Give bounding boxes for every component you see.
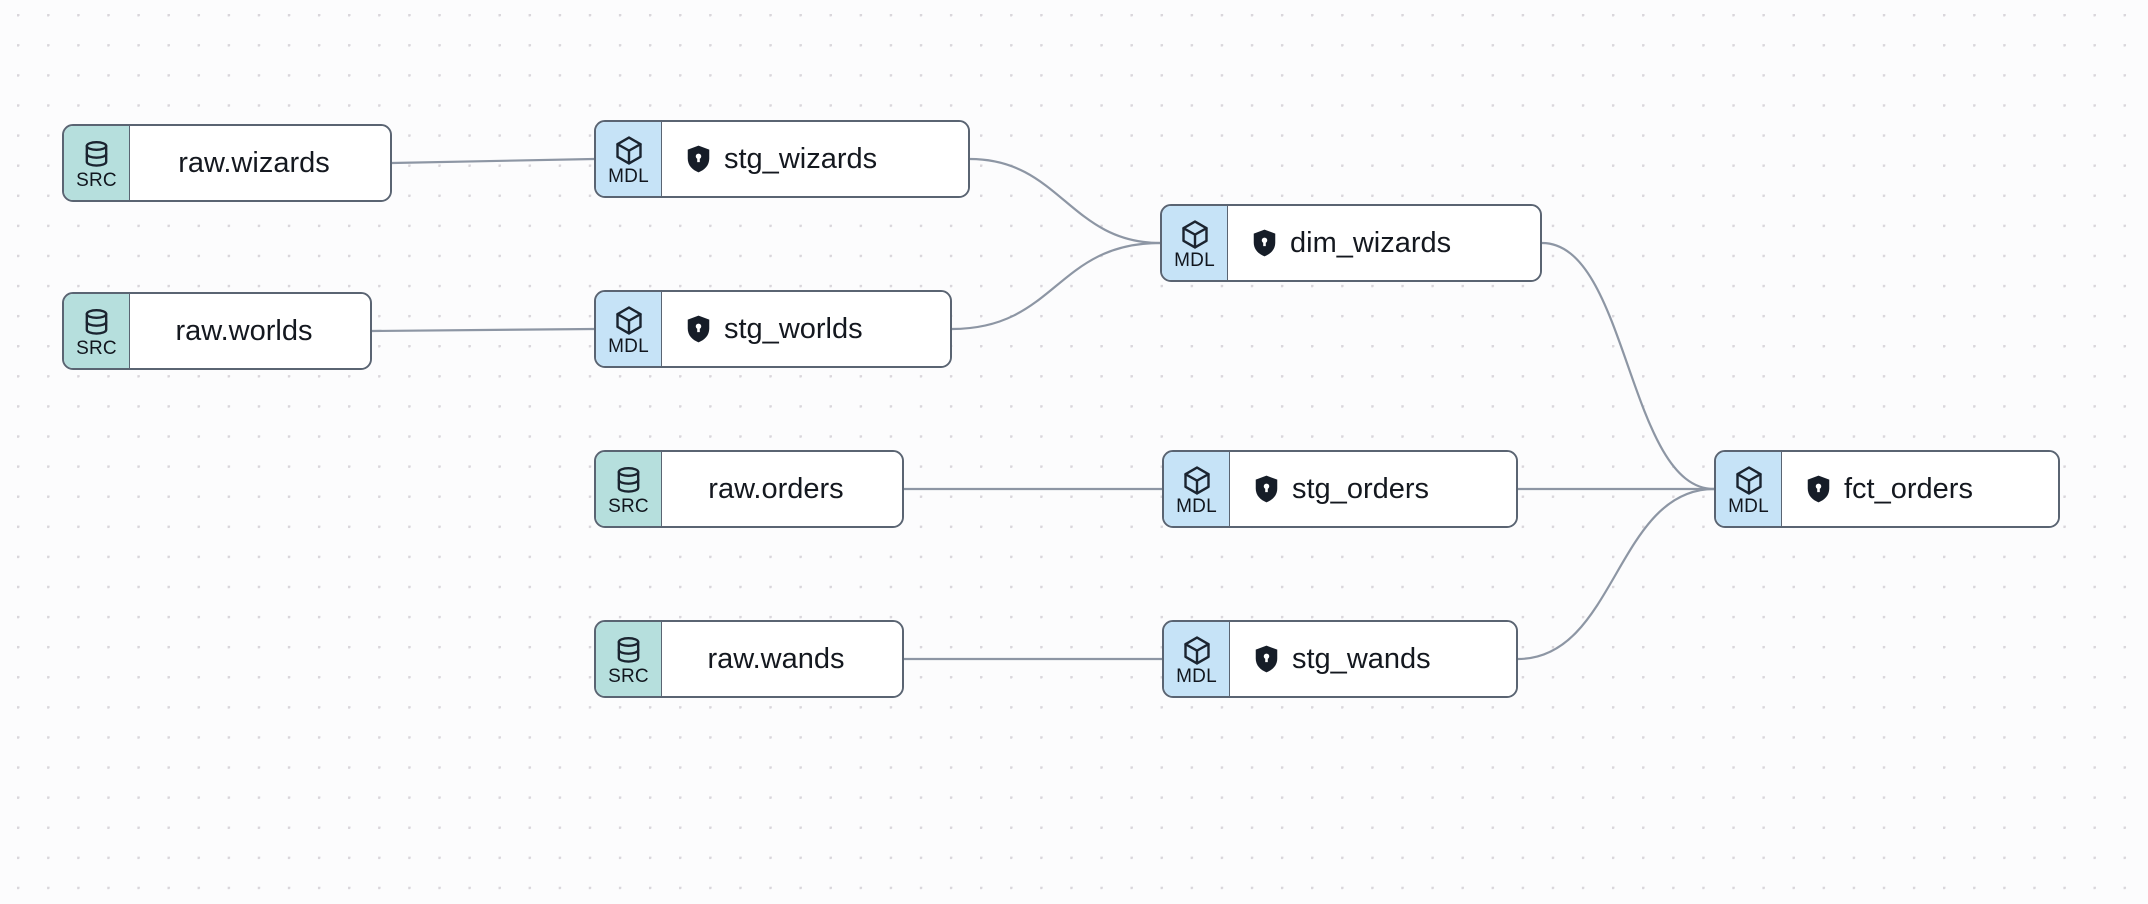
node-body: stg_worlds xyxy=(662,292,950,366)
shield-lock-icon xyxy=(1252,229,1277,257)
lineage-node-raw_worlds[interactable]: SRC raw.worlds xyxy=(62,292,372,370)
lineage-node-fct_orders[interactable]: MDL fct_orders xyxy=(1714,450,2060,528)
node-type-label: SRC xyxy=(76,169,117,191)
shield-lock-icon xyxy=(686,315,711,343)
node-label: raw.orders xyxy=(708,473,844,505)
lineage-node-raw_wizards[interactable]: SRC raw.wizards xyxy=(62,124,392,202)
node-body: raw.worlds xyxy=(130,294,370,368)
node-body: stg_wizards xyxy=(662,122,968,196)
lineage-node-stg_orders[interactable]: MDL stg_orders xyxy=(1162,450,1518,528)
node-type-label: MDL xyxy=(608,166,649,187)
node-type-badge-src: SRC xyxy=(596,452,662,526)
node-body: stg_wands xyxy=(1230,622,1516,696)
node-type-label: SRC xyxy=(76,337,117,359)
node-type-badge-mdl: MDL xyxy=(596,292,662,366)
lineage-edge-stg_wands-to-fct_orders xyxy=(1516,487,1716,661)
shield-lock-icon xyxy=(1254,645,1279,673)
lineage-edge-raw_wizards-to-stg_wizards xyxy=(390,157,596,165)
node-label: dim_wizards xyxy=(1290,227,1452,259)
node-label: stg_wands xyxy=(1292,643,1431,675)
node-type-label: SRC xyxy=(608,495,649,517)
node-body: raw.wizards xyxy=(130,126,390,200)
node-type-label: MDL xyxy=(1176,666,1217,687)
node-type-label: MDL xyxy=(1728,496,1769,517)
node-label: raw.wands xyxy=(707,643,845,675)
node-type-label: MDL xyxy=(1174,250,1215,271)
shield-lock-icon xyxy=(1254,475,1279,503)
node-body: raw.wands xyxy=(662,622,902,696)
lineage-node-stg_worlds[interactable]: MDL stg_worlds xyxy=(594,290,952,368)
node-type-label: MDL xyxy=(608,336,649,357)
node-body: raw.orders xyxy=(662,452,902,526)
lineage-edge-raw_worlds-to-stg_worlds xyxy=(370,327,596,333)
node-type-badge-mdl: MDL xyxy=(1164,452,1230,526)
shield-lock-icon xyxy=(686,145,711,173)
node-body: dim_wizards xyxy=(1228,206,1540,280)
lineage-node-dim_wizards[interactable]: MDL dim_wizards xyxy=(1160,204,1542,282)
node-label: raw.wizards xyxy=(178,147,330,179)
database-icon xyxy=(83,140,110,170)
cube-icon xyxy=(1180,219,1210,250)
cube-icon xyxy=(1734,465,1764,496)
lineage-node-stg_wands[interactable]: MDL stg_wands xyxy=(1162,620,1518,698)
cube-icon xyxy=(614,305,644,336)
node-type-badge-mdl: MDL xyxy=(1164,622,1230,696)
node-type-label: MDL xyxy=(1176,496,1217,517)
node-label: fct_orders xyxy=(1844,473,1973,505)
node-type-badge-src: SRC xyxy=(596,622,662,696)
database-icon xyxy=(615,636,642,666)
database-icon xyxy=(83,308,110,338)
node-label: stg_orders xyxy=(1292,473,1430,505)
node-type-badge-mdl: MDL xyxy=(1162,206,1228,280)
node-type-label: SRC xyxy=(608,665,649,687)
lineage-edge-stg_worlds-to-dim_wizards xyxy=(950,241,1162,331)
shield-lock-icon xyxy=(1806,475,1831,503)
node-type-badge-mdl: MDL xyxy=(1716,452,1782,526)
cube-icon xyxy=(1182,465,1212,496)
lineage-node-raw_orders[interactable]: SRC raw.orders xyxy=(594,450,904,528)
lineage-edge-dim_wizards-to-fct_orders xyxy=(1540,241,1716,491)
node-type-badge-src: SRC xyxy=(64,294,130,368)
node-type-badge-src: SRC xyxy=(64,126,130,200)
lineage-node-raw_wands[interactable]: SRC raw.wands xyxy=(594,620,904,698)
node-body: fct_orders xyxy=(1782,452,2058,526)
cube-icon xyxy=(614,135,644,166)
cube-icon xyxy=(1182,635,1212,666)
node-label: raw.worlds xyxy=(175,315,313,347)
lineage-node-stg_wizards[interactable]: MDL stg_wizards xyxy=(594,120,970,198)
node-body: stg_orders xyxy=(1230,452,1516,526)
lineage-edge-stg_wizards-to-dim_wizards xyxy=(968,157,1162,245)
database-icon xyxy=(615,466,642,496)
node-label: stg_wizards xyxy=(724,143,878,175)
node-type-badge-mdl: MDL xyxy=(596,122,662,196)
node-label: stg_worlds xyxy=(724,313,863,345)
